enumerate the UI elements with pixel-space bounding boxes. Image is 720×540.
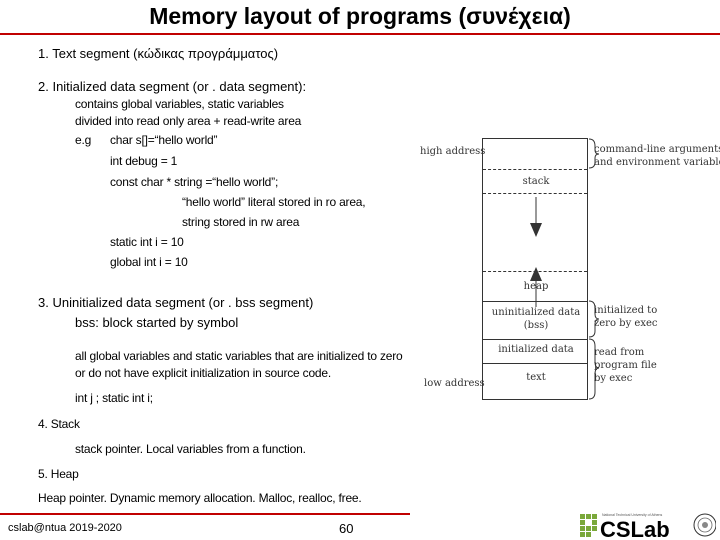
growth-arrows [530,197,542,307]
footer-course-label: cslab@ntua 2019-2020 [8,522,122,534]
example-line-3: const char * string =“hello world”; [110,175,279,189]
heap-top-boundary [483,271,587,272]
text-top-boundary [483,363,587,364]
text-segment-item: 1. Text segment (κώδικας προγράμματος) [38,46,279,61]
heap-desc: Heap pointer. Dynamic memory allocation.… [38,491,362,505]
exec-read-label-3: by exec [594,373,633,384]
bss-brace [588,300,600,338]
exec-read-label-2: program file [594,360,657,371]
exec-read-label-1: read from [594,347,645,358]
low-address-label: low address [424,378,485,389]
cmdline-label-2: and environment variables [594,157,720,168]
init-desc-2: divided into read only area + read-write… [75,114,302,128]
bss-example: int j ; static int i; [75,391,153,405]
exec-zero-label-1: initialized to [594,305,658,316]
stack-grows-down-arrow [530,223,542,237]
bss-label-2: (bss) [523,320,549,331]
title-divider [0,33,720,35]
stack-desc: stack pointer. Local variables from a fu… [75,442,306,456]
stack-bottom-boundary [483,193,587,194]
page-number: 60 [339,521,354,536]
logo-wordmark: CSLab [600,517,670,540]
init-data-top-boundary [483,339,587,340]
example-line-6: static int i = 10 [110,235,184,249]
stack-heading: 4. Stack [38,417,80,431]
brackets [588,138,600,400]
cmdline-label-1: command-line arguments [594,144,720,155]
high-address-label: high address [420,146,486,157]
memory-column: stack heap uninitialized data (bss) init… [482,138,588,400]
example-line-5: string stored in rw area [182,215,300,229]
cslab-logo: National Technical University of Athens … [580,513,716,540]
heap-label: heap [523,281,549,292]
bss-detail-1: all global variables and static variable… [75,349,403,363]
example-line-1: char s[]=“hello world” [110,133,218,147]
init-desc-1: contains global variables, static variab… [75,97,284,111]
init-data-label: initialized data [498,344,574,355]
example-line-2: int debug = 1 [110,154,178,168]
heap-grows-up-arrow [530,267,542,281]
bss-top-boundary [483,301,587,302]
bss-segment-item: 3. Uninitialized data segment (or . bss … [38,295,314,310]
example-line-7: global int i = 10 [110,255,188,269]
file-brace [588,338,600,400]
init-segment-item: 2. Initialized data segment (or . data s… [38,79,307,94]
slide-title: Memory layout of programs (συνέχεια) [149,3,571,29]
footer-divider [0,513,410,515]
exec-zero-label-2: zero by exec [594,318,658,329]
bss-detail-2: or do not have explicit initialization i… [75,366,332,380]
text-segment-label: text [526,372,546,383]
stack-label: stack [522,176,550,187]
logo-caption: National Technical University of Athens [602,513,662,517]
bss-desc: bss: block started by symbol [75,315,239,330]
heap-heading: 5. Heap [38,467,79,481]
example-label: e.g [75,133,92,147]
cmdline-brace [588,138,600,169]
example-line-4: “hello world” literal stored in ro area, [182,195,366,209]
memory-layout-diagram: high address low address stack heap unin… [412,138,720,400]
stack-top-boundary [483,169,587,170]
bss-label-1: uninitialized data [491,307,581,318]
